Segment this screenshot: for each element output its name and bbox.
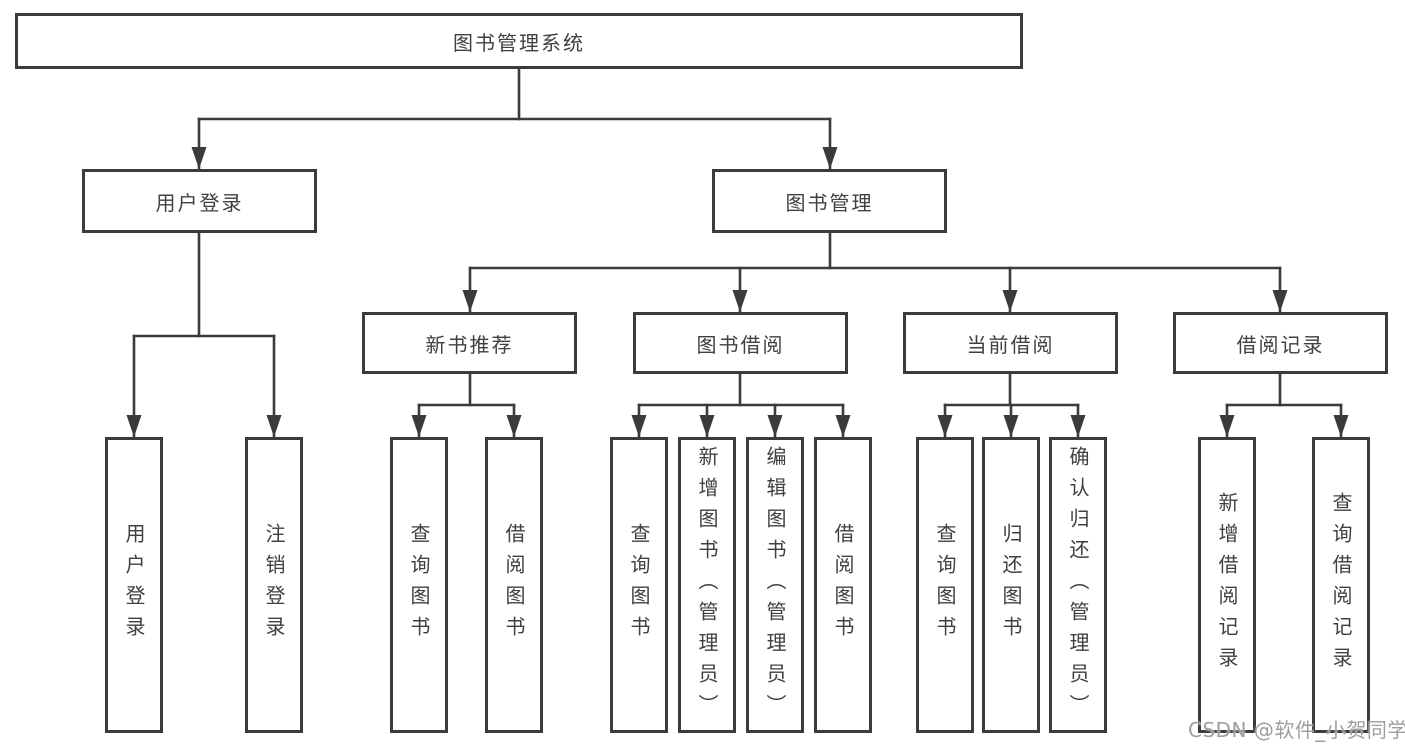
leaf-label: 新增借阅记录 <box>1215 492 1239 678</box>
leaf-add-borrow-record: 新增借阅记录 <box>1198 437 1256 733</box>
node-label: 图书管理系统 <box>453 30 585 55</box>
leaf-query-books-borrowing: 查询图书 <box>610 437 668 733</box>
leaf-label: 注销登录 <box>262 523 286 647</box>
node-borrowing-records: 借阅记录 <box>1173 312 1388 374</box>
leaf-borrow-books: 借阅图书 <box>814 437 872 733</box>
leaf-label: 查询图书 <box>407 523 431 647</box>
node-library-management-system: 图书管理系统 <box>15 13 1023 69</box>
node-book-management: 图书管理 <box>712 169 947 233</box>
leaf-label: 新增图书（管理员） <box>695 445 719 725</box>
leaf-query-borrow-record: 查询借阅记录 <box>1312 437 1370 733</box>
node-label: 图书管理 <box>785 190 874 215</box>
leaf-label: 借阅图书 <box>831 523 855 647</box>
csdn-watermark: CSDN @软件_小贺同学 <box>1188 718 1405 742</box>
leaf-label: 编辑图书（管理员） <box>763 445 787 725</box>
leaf-add-books-admin: 新增图书（管理员） <box>678 437 736 733</box>
leaf-query-books-current: 查询图书 <box>916 437 974 733</box>
node-label: 图书借阅 <box>696 332 785 357</box>
leaf-return-books: 归还图书 <box>982 437 1040 733</box>
leaf-label: 查询图书 <box>933 523 957 647</box>
leaf-label: 归还图书 <box>999 523 1023 647</box>
leaf-edit-books-admin: 编辑图书（管理员） <box>746 437 804 733</box>
node-book-borrowing: 图书借阅 <box>633 312 848 374</box>
node-label: 当前借阅 <box>966 332 1055 357</box>
leaf-user-login: 用户登录 <box>105 437 163 733</box>
leaf-label: 借阅图书 <box>502 523 526 647</box>
node-new-book-recommendation: 新书推荐 <box>362 312 577 374</box>
node-current-borrowing: 当前借阅 <box>903 312 1118 374</box>
node-label: 用户登录 <box>155 190 244 215</box>
leaf-label: 查询图书 <box>627 523 651 647</box>
node-label: 借阅记录 <box>1236 332 1325 357</box>
leaf-query-books-recommend: 查询图书 <box>390 437 448 733</box>
node-user-login: 用户登录 <box>82 169 317 233</box>
leaf-label: 确认归还（管理员） <box>1066 445 1090 725</box>
leaf-label: 查询借阅记录 <box>1329 492 1353 678</box>
leaf-logout: 注销登录 <box>245 437 303 733</box>
leaf-borrow-books-recommend: 借阅图书 <box>485 437 543 733</box>
node-label: 新书推荐 <box>425 332 514 357</box>
leaf-confirm-return-admin: 确认归还（管理员） <box>1049 437 1107 733</box>
leaf-label: 用户登录 <box>122 523 146 647</box>
